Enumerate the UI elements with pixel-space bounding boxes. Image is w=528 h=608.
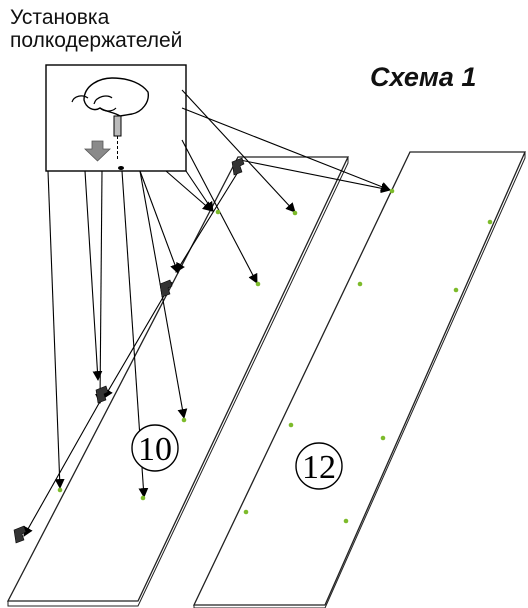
- panel-12: [192, 151, 526, 608]
- part-number-10: 10: [131, 424, 179, 472]
- arrow-to-panel10-left: [47, 170, 65, 489]
- pin-hole: [357, 281, 363, 287]
- arrow-to-panel10-top: [181, 89, 296, 213]
- arrow-to-holder-2: [165, 170, 213, 212]
- pin-hole: [380, 435, 386, 441]
- pin-holes: [57, 188, 493, 524]
- pin-hole: [140, 495, 146, 501]
- pin-hole: [215, 209, 221, 215]
- shelf-holder-icon: [95, 385, 109, 404]
- instruction-title: Установка полкодержателей: [10, 6, 182, 52]
- pin-hole: [292, 210, 298, 216]
- pin-hole: [389, 188, 395, 194]
- part-number-10-label: 10: [138, 431, 172, 468]
- title-line-1: Установка: [10, 6, 110, 29]
- shelf-holders: [13, 157, 245, 544]
- pin-hole: [255, 281, 261, 287]
- arrow-to-holder-mid: [139, 170, 180, 274]
- pin-hole: [453, 287, 459, 293]
- shelf-holder-icon: [13, 525, 27, 544]
- pin-hole: [487, 219, 493, 225]
- arrow-to-holder-4: [95, 170, 106, 404]
- pin-hole: [288, 422, 294, 428]
- pin-hole: [343, 518, 349, 524]
- hand-inserting-shelf-pin-icon: [71, 77, 149, 170]
- shelf-holder-icon: [231, 157, 245, 176]
- part-number-12-label: 12: [302, 449, 336, 486]
- panel-10: [6, 156, 350, 607]
- holder-arrow-1: [239, 159, 391, 194]
- pin-hole: [243, 509, 249, 515]
- pointer-arrows: [47, 89, 391, 498]
- scheme-label: Схема 1: [370, 62, 477, 92]
- holder-arrow-4: [23, 397, 103, 537]
- shelf-holder-icon: [159, 279, 173, 298]
- down-arrow-icon: [84, 140, 111, 162]
- holder-arrows: [23, 159, 391, 537]
- inset-illustration: [45, 64, 187, 172]
- arrow-to-panel12: [181, 107, 391, 192]
- title-line-2: полкодержателей: [10, 29, 183, 52]
- holder-arrow-3: [103, 281, 173, 399]
- holder-arrow-2: [175, 171, 239, 273]
- pin-hole: [57, 487, 63, 493]
- arrow-to-holder-3: [84, 170, 103, 381]
- part-number-12: 12: [295, 442, 343, 490]
- pin-hole: [181, 417, 187, 423]
